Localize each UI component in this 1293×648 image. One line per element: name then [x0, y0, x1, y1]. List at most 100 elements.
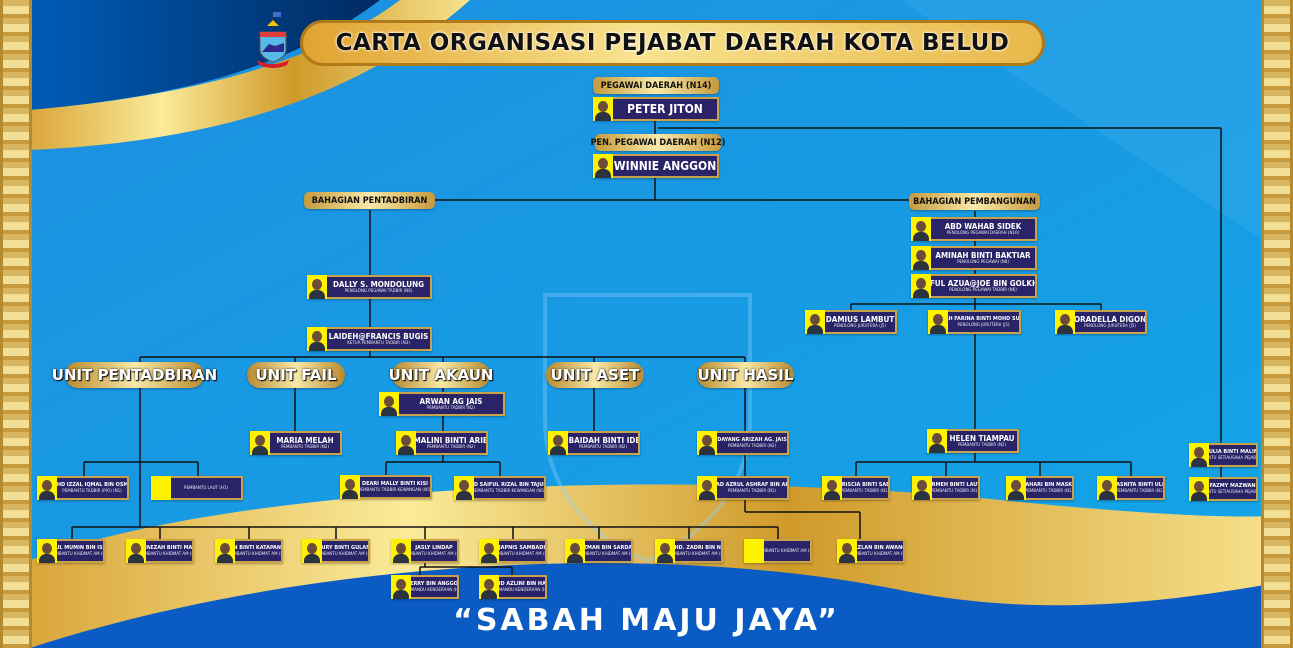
staff-card: AZAHARI BIN MASKAHPEMBANTU TADBIR (N1) — [1006, 476, 1074, 500]
staff-card: AZMAN BIN SARDANPEMBANTU KHIDMAT AM (H1) — [565, 539, 633, 563]
staff-name: JASLY LINDAP — [415, 544, 453, 551]
staff-card: MOHD SAIFUL RIZAL BIN TAJUDDINPEMBANTU T… — [454, 476, 546, 500]
staff-position: PEMBANTU LAUT (H1) — [184, 484, 228, 490]
staff-position: PEMBANTU KHIDMAT AM (H1) — [57, 550, 105, 556]
staff-position: PEMBANTU KHIDMAT AM (H1) — [857, 550, 905, 556]
staff-card: JASLY LINDAPPEMBANTU KHIDMAT AM (H1) — [391, 539, 459, 563]
staff-position: PEMBANTU KHIDMAT AM (H1) — [235, 550, 283, 556]
staff-photo — [593, 154, 613, 178]
staff-photo — [697, 431, 717, 455]
staff-name: MOHD AZLINI BIN HAMID — [499, 580, 546, 587]
staff-name: MOHD. ZADRI BIN NAIN — [675, 544, 721, 551]
staff-name: NUR FAEZAH BINTI MADSAH — [146, 544, 193, 551]
staff-position: PEMBANTU TADBIR (P/O) (N1) — [62, 487, 122, 493]
staff-position: PEMBANTU TADBIR (N2) — [280, 444, 330, 449]
staff-name: AMINAH BINTI BAKTIAR — [935, 250, 1031, 260]
staff-position: PEMBANTU KHIDMAT AM (H1) — [764, 547, 812, 553]
staff-photo — [822, 476, 842, 500]
staff-photo — [340, 475, 360, 499]
staff-photo — [215, 539, 235, 563]
staff-name: AZMAN BIN SARDAN — [585, 544, 633, 551]
staff-photo — [911, 274, 931, 298]
staff-photo — [307, 327, 327, 351]
staff-name: MARIA MELAH — [276, 435, 334, 445]
sabah-crest-logo — [257, 12, 289, 68]
staff-name: MALINI BINTI ARIB — [416, 435, 488, 445]
staff-card: JUBAIDAH BINTI IDEKPEMBANTU TADBIR (N2) — [548, 431, 640, 455]
staff-card: NORMEH BINTI LAUTINPEMBANTU TADBIR (N1) — [912, 476, 980, 500]
staff-position: PEMBANTU TADBIR (N2) — [578, 444, 628, 449]
staff-photo — [928, 310, 948, 334]
staff-photo — [307, 275, 327, 299]
staff-position: PEMBANTU KHIDMAT AM (H1) — [411, 550, 459, 556]
staff-card: WINNIE ANGGON — [593, 154, 719, 178]
staff-photo — [37, 476, 57, 500]
staff-photo — [250, 431, 270, 455]
staff-name: MOHAMMAD AZRUL ASHRAF BIN ABDUL AZIZ — [717, 481, 789, 488]
staff-card: MOHAMMAD AZRUL ASHRAF BIN ABDUL AZIZPEMB… — [697, 476, 789, 500]
staff-name: DAIRY BINTI GULANG — [322, 544, 370, 551]
staff-photo — [151, 476, 171, 500]
staff-photo — [837, 539, 857, 563]
staff-name: AZAHARI BIN MASKAH — [1026, 481, 1073, 488]
staff-photo — [37, 539, 57, 563]
staff-card: HERRY BIN ANGGONPEMANDU KENDERAAN (H1) — [391, 575, 459, 599]
staff-position: PEMBANTU TADBIR (N2) — [426, 405, 476, 410]
staff-name: DAYANG ARIZAH AG. JAIS — [717, 436, 787, 443]
staff-photo — [379, 392, 399, 416]
staff-position: PEMBANTU TADBIR (N2) — [727, 442, 777, 448]
staff-name: DALLY S. MONDOLUNG — [332, 279, 425, 289]
staff-position: PEMBANTU TADBIR KEWANGAN (W1) — [360, 486, 432, 492]
staff-photo — [1189, 477, 1209, 501]
page-title: CARTA ORGANISASI PEJABAT DAERAH KOTA BEL… — [300, 20, 1045, 66]
staff-card: MOHD IZZAL IQMAL BIN OSMANPEMBANTU TADBI… — [37, 476, 129, 500]
staff-photo — [805, 310, 825, 334]
staff-name: ABD WAHAB SIDEK — [944, 221, 1022, 231]
staff-position: PEMBANTU TADBIR (N1) — [1117, 487, 1165, 493]
staff-position: PEMBANTU KHIDMAT AM (H1) — [585, 550, 633, 556]
staff-name: JULIA BINTI MALIN — [1209, 448, 1258, 455]
staff-photo — [912, 476, 932, 500]
staff-position: PEMBANTU SETIAUSAHA PEJABAT (N1) — [1209, 454, 1256, 460]
unit-hasil: UNIT HASIL — [697, 362, 794, 388]
label-bahagian-pentadbiran: BAHAGIAN PENTADBIRAN — [304, 192, 435, 209]
staff-photo — [655, 539, 675, 563]
staff-position: PENOLONG PEGAWAI TADBIR (N6) — [949, 287, 1017, 292]
staff-photo — [927, 429, 947, 453]
staff-name: SHAHIMI FAZMY MAZWAN OF SHUL — [1209, 482, 1256, 489]
staff-name: NORMEH BINTI LAUTIN — [932, 481, 978, 488]
staff-card: PEMBANTU KHIDMAT AM (H1) — [744, 539, 812, 563]
staff-card: NUR FAEZAH BINTI MADSAHPEMBANTU KHIDMAT … — [126, 539, 194, 563]
staff-photo — [479, 575, 499, 599]
staff-photo — [126, 539, 146, 563]
staff-photo — [396, 431, 416, 455]
staff-name: HELEN TIAMPAU — [949, 433, 1015, 443]
motto: “SABAH MAJU JAYA” — [453, 603, 840, 638]
label-pegawai-daerah: PEGAWAI DAERAH (N14) — [593, 77, 719, 94]
staff-card: PETER JITON — [593, 97, 719, 121]
unit-aset: UNIT ASET — [546, 362, 644, 388]
staff-name: JAPNIS SAMBADI — [499, 544, 546, 551]
staff-photo — [911, 246, 931, 270]
staff-position: PEMBANTU TADBIR (N1) — [1026, 487, 1074, 493]
staff-card: HASNITA BINTI ULINPEMBANTU TADBIR (N1) — [1097, 476, 1165, 500]
left-ornament-border — [0, 0, 32, 648]
staff-card: FARAH FARINA BINTI MOHD SUFIANPENOLONG J… — [928, 310, 1021, 334]
staff-name: AZLAN BIN AWANG — [857, 544, 905, 551]
staff-name: ABDUL MUMIN BIN ISMAIL — [57, 544, 103, 551]
staff-name: FARAH FARINA BINTI MOHD SUFIAN — [948, 315, 1020, 322]
staff-card: SAIFUL AZUA@JOE BIN GOLKHANPENOLONG PEGA… — [911, 274, 1037, 298]
staff-position: PEMBANTU KHIDMAT AM (H1) — [499, 550, 547, 556]
staff-position: PENOLONG PEGAWAI DAERAH (N10) — [946, 230, 1020, 235]
label-pen-pegawai-daerah: PEN. PEGAWAI DAERAH (N12) — [591, 134, 725, 151]
staff-photo — [391, 575, 411, 599]
